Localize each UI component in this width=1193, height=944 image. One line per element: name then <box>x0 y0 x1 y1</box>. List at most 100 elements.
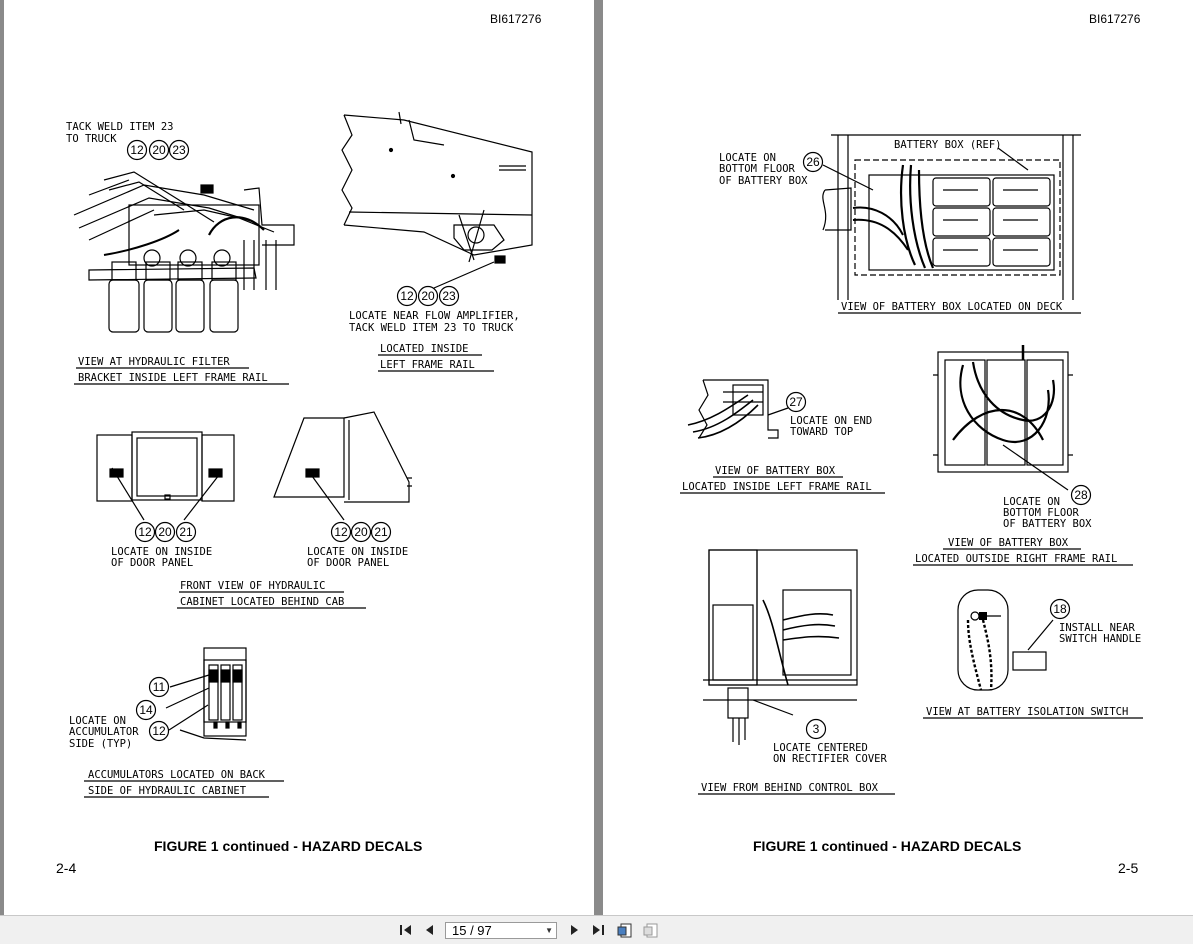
callout-number: 12 <box>138 525 152 539</box>
note-line: LOCATE NEAR FLOW AMPLIFIER, <box>349 310 520 322</box>
note-line: LOCATE ON <box>1003 496 1060 508</box>
caption-line: BRACKET INSIDE LEFT FRAME RAIL <box>78 372 268 384</box>
caption-line: SIDE OF HYDRAULIC CABINET <box>88 785 247 797</box>
caption-line: VIEW AT HYDRAULIC FILTER <box>78 356 230 368</box>
callout-number: 20 <box>421 289 435 303</box>
note-line: LOCATE ON <box>719 152 776 164</box>
decal-marker <box>208 468 223 478</box>
caption-line: VIEW OF BATTERY BOX LOCATED ON DECK <box>841 301 1063 313</box>
note-line: TACK WELD ITEM 23 <box>66 121 173 133</box>
accumulator-drawing <box>165 647 247 741</box>
right-page: BI617276 <box>603 0 1193 915</box>
callout-number: 12 <box>400 289 414 303</box>
first-page-icon[interactable] <box>397 922 415 938</box>
caption-line: VIEW OF BATTERY BOX <box>948 537 1069 549</box>
callout-number: 28 <box>1074 488 1088 502</box>
note-line: BOTTOM FLOOR <box>1003 507 1080 519</box>
note-line: LOCATE ON INSIDE <box>307 546 408 558</box>
note-line: LOCATE ON INSIDE <box>111 546 212 558</box>
callout-number: 12 <box>152 724 166 738</box>
figure-title: FIGURE 1 continued - HAZARD DECALS <box>753 838 1022 854</box>
battery-box-deck-drawing <box>822 134 1081 300</box>
callout-number: 14 <box>139 703 153 717</box>
note-line: OF BATTERY BOX <box>1003 518 1092 530</box>
callout-bubble <box>785 391 807 413</box>
two-page-view-icon[interactable] <box>642 922 660 938</box>
caption-line: LOCATED INSIDE LEFT FRAME RAIL <box>682 481 872 493</box>
caption-line: LOCATED OUTSIDE RIGHT FRAME RAIL <box>915 553 1117 565</box>
last-page-icon[interactable] <box>589 922 607 938</box>
callout-number: 12 <box>334 525 348 539</box>
isolation-switch-drawing <box>957 589 1054 691</box>
callout-bubble <box>168 139 190 161</box>
callout-bubble <box>126 139 148 161</box>
control-box-drawing <box>703 549 858 745</box>
viewer-toolbar: 15 / 97 ▼ <box>0 915 1193 944</box>
callout-bubble <box>417 285 439 307</box>
callout-number: 23 <box>172 143 186 157</box>
callout-bubble <box>1049 598 1071 620</box>
left-page: BI617276 <box>4 0 594 915</box>
callout-bubble <box>396 285 418 307</box>
callout-bubble <box>148 720 170 742</box>
callout-bubble <box>438 285 460 307</box>
caption-line: FRONT VIEW OF HYDRAULIC <box>180 580 325 592</box>
callout-bubble <box>805 718 827 740</box>
decal-marker <box>305 468 320 478</box>
next-page-icon[interactable] <box>565 922 583 938</box>
note-line: OF BATTERY BOX <box>719 175 808 187</box>
callout-number: 11 <box>153 680 166 694</box>
callout-bubble <box>370 521 392 543</box>
previous-page-icon[interactable] <box>421 922 439 938</box>
callout-number: 27 <box>789 395 803 409</box>
callout-number: 26 <box>806 155 820 169</box>
decal-marker <box>494 255 506 264</box>
hydraulic-filter-drawing <box>73 171 295 333</box>
note-line: INSTALL NEAR <box>1059 622 1136 634</box>
caption-line: ACCUMULATORS LOCATED ON BACK <box>88 769 266 781</box>
note-line: TOWARD TOP <box>790 426 853 438</box>
decal-marker <box>979 612 987 620</box>
note-line: TACK WELD ITEM 23 TO TRUCK <box>349 322 514 334</box>
callout-bubble <box>134 521 156 543</box>
callout-bubble <box>148 676 170 698</box>
caption-line: CABINET LOCATED BEHIND CAB <box>180 596 344 608</box>
document-id: BI617276 <box>490 12 542 26</box>
page-number-field[interactable]: 15 / 97 ▼ <box>445 922 557 939</box>
note-line: SIDE (TYP) <box>69 738 132 750</box>
note-line: BATTERY BOX (REF) <box>894 139 1001 151</box>
cabinet-side-drawing <box>273 411 412 521</box>
callout-number: 20 <box>152 143 166 157</box>
caption-line: VIEW AT BATTERY ISOLATION SWITCH <box>926 706 1128 718</box>
note-line: SWITCH HANDLE <box>1059 633 1141 645</box>
callout-bubble <box>350 521 372 543</box>
callout-bubble <box>802 151 824 173</box>
caption-line: VIEW OF BATTERY BOX <box>715 465 836 477</box>
callout-number: 21 <box>179 525 193 539</box>
page-number: 2-4 <box>56 860 77 876</box>
document-id: BI617276 <box>1089 12 1141 26</box>
callout-number: 20 <box>158 525 172 539</box>
note-line: TO TRUCK <box>66 133 117 145</box>
callout-number: 20 <box>354 525 368 539</box>
callout-bubble <box>148 139 170 161</box>
page-number: 2-5 <box>1118 860 1139 876</box>
caption-line: LOCATED INSIDE <box>380 343 469 355</box>
frame-rail-drawing <box>341 111 533 263</box>
single-page-view-icon[interactable] <box>616 922 634 938</box>
decal-marker <box>109 468 124 478</box>
callout-bubble <box>154 521 176 543</box>
callout-number: 23 <box>442 289 456 303</box>
callout-bubble <box>175 521 197 543</box>
battery-box-left-drawing <box>687 379 789 439</box>
right-page-drawing: BATTERY BOX (REF) LOCATE ON BOTTOM FLOOR… <box>680 134 1143 795</box>
callout-number: 21 <box>374 525 388 539</box>
callout-bubble <box>330 521 352 543</box>
note-line: OF DOOR PANEL <box>307 557 389 569</box>
callout-bubble <box>1070 484 1092 506</box>
note-line: OF DOOR PANEL <box>111 557 193 569</box>
callout-number: 3 <box>813 722 820 736</box>
left-page-drawing: TACK WELD ITEM 23 TO TRUCK 12 20 23 VIEW… <box>66 111 533 798</box>
callout-number: 12 <box>130 143 144 157</box>
note-line: ACCUMULATOR <box>69 726 139 738</box>
